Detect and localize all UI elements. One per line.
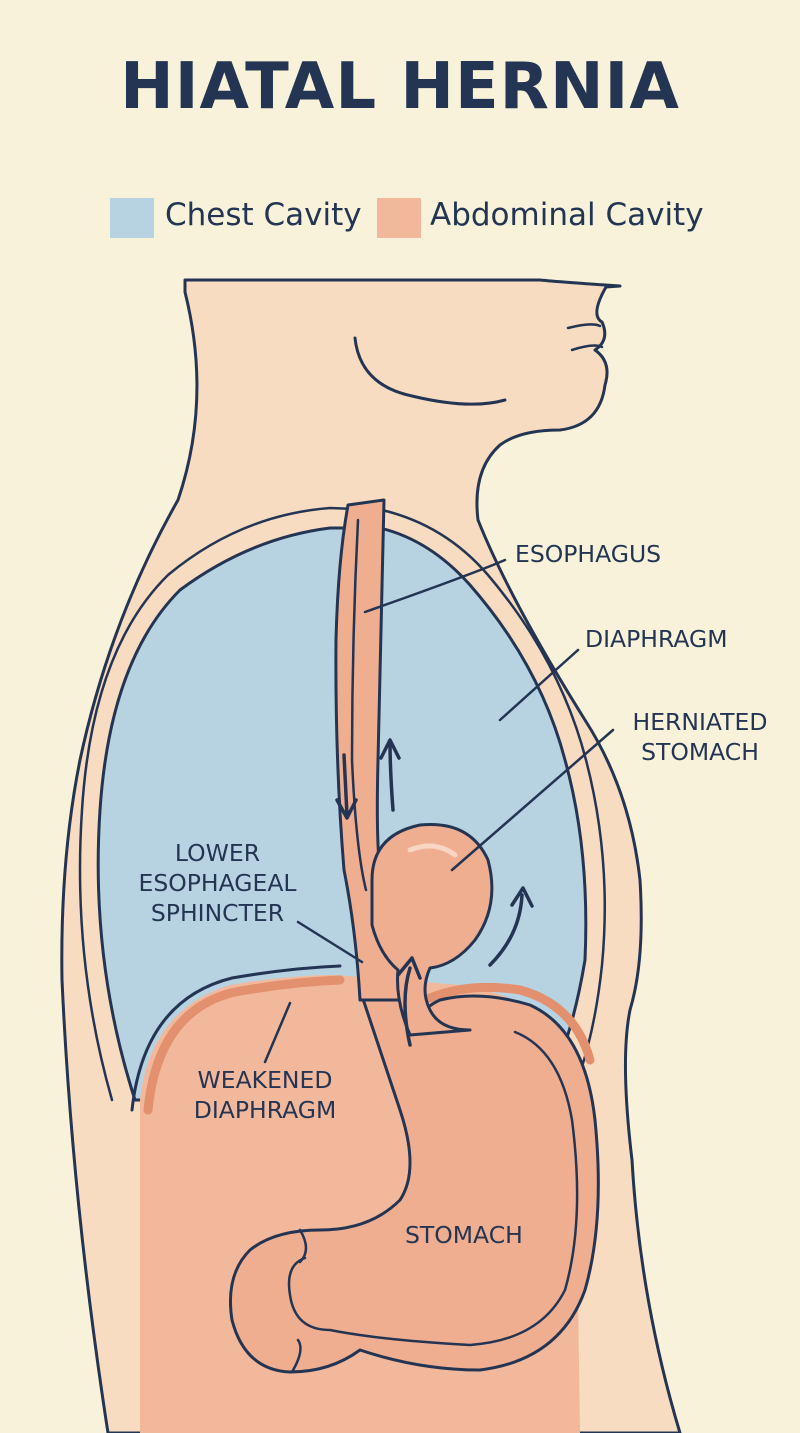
label-weakened-diaphragm-line-2: DIAPHRAGM	[193, 1096, 337, 1124]
label-weakened-diaphragm: WEAKENED DIAPHRAGM	[180, 1065, 350, 1125]
leader-lines	[263, 558, 615, 1064]
label-les-line-1: LOWER	[174, 839, 261, 867]
label-esophagus: ESOPHAGUS	[515, 540, 662, 568]
herniated-stomach	[370, 822, 494, 1037]
lips	[566, 323, 604, 352]
label-les-line-2: ESOPHAGEAL	[138, 869, 297, 897]
label-diaphragm: DIAPHRAGM	[585, 625, 728, 653]
diaphragm-right	[425, 982, 595, 1065]
chest-cavity-rim	[78, 506, 607, 1122]
label-herniated-stomach: HERNIATED STOMACH	[625, 707, 775, 767]
esophagus-inner	[350, 518, 368, 892]
legend-label-abdominal: Abdominal Cavity	[430, 197, 704, 233]
legend-swatch-chest	[110, 198, 154, 238]
label-stomach: STOMACH	[405, 1221, 523, 1249]
jaw-line	[353, 336, 507, 406]
label-herniated-stomach-line-2: STOMACH	[641, 738, 759, 766]
label-les-line-3: SPHINCTER	[150, 899, 285, 927]
page-title: HIATAL HERNIA	[120, 50, 680, 124]
legend-label-chest: Chest Cavity	[165, 197, 362, 233]
label-herniated-stomach-line-1: HERNIATED	[632, 708, 768, 736]
diaphragm-outline	[130, 964, 342, 1112]
stomach-body	[228, 988, 600, 1374]
legend-swatch-abdominal	[377, 198, 421, 238]
stomach-inner-curve	[287, 1030, 579, 1347]
flow-arrows	[335, 738, 534, 1047]
label-weakened-diaphragm-line-1: WEAKENED	[197, 1066, 333, 1094]
herniated-stomach-shine	[407, 843, 458, 858]
label-lower-esophageal-sphincter: LOWER ESOPHAGEAL SPHINCTER	[130, 838, 305, 928]
diaphragm-band	[143, 975, 345, 1115]
pylorus	[290, 1228, 308, 1374]
